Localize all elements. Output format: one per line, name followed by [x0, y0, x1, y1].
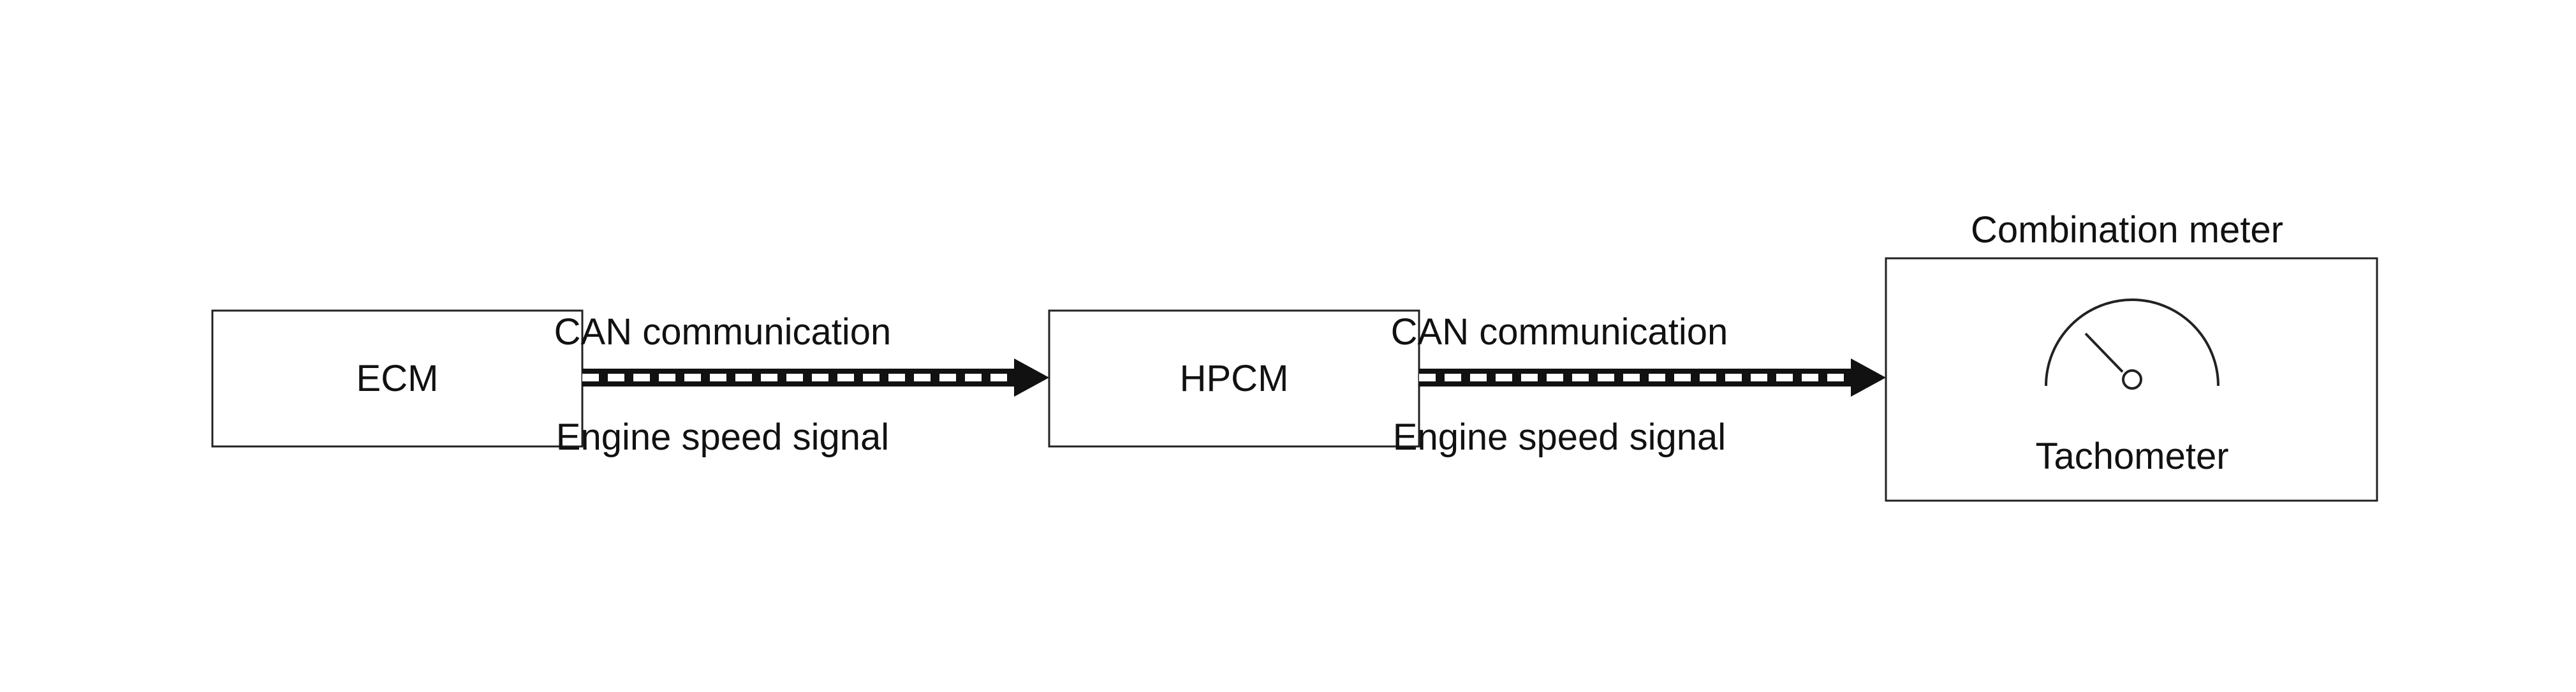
combination-meter-block: Combination meter Tachometer	[1885, 209, 2378, 502]
ecm-block: ECM	[211, 309, 584, 448]
tachometer-gauge-icon	[2045, 298, 2219, 390]
link-1-bottom-label: Engine speed signal	[556, 416, 889, 458]
ecm-label: ECM	[357, 358, 439, 399]
gauge-pivot	[2122, 369, 2142, 390]
link-2-arrowhead	[1851, 358, 1886, 397]
link-1-arrowhead	[1014, 358, 1049, 397]
hpcm-box	[1048, 309, 1420, 448]
gauge-arc	[2045, 298, 2219, 386]
ecm-box	[211, 309, 584, 448]
link-1-top-label: CAN communication	[554, 311, 892, 353]
gauge-needle	[2084, 332, 2124, 373]
link-2-bottom-label: Engine speed signal	[1393, 416, 1726, 458]
tachometer-label: Tachometer	[2035, 436, 2228, 477]
link-2-top-label: CAN communication	[1391, 311, 1728, 353]
combination-meter-title: Combination meter	[1971, 209, 2283, 251]
hpcm-block: HPCM	[1048, 309, 1420, 448]
hpcm-label: HPCM	[1180, 358, 1289, 399]
can-link-2: CAN communication Engine speed signal	[1391, 311, 1886, 458]
can-link-1: CAN communication Engine speed signal	[554, 311, 1049, 458]
